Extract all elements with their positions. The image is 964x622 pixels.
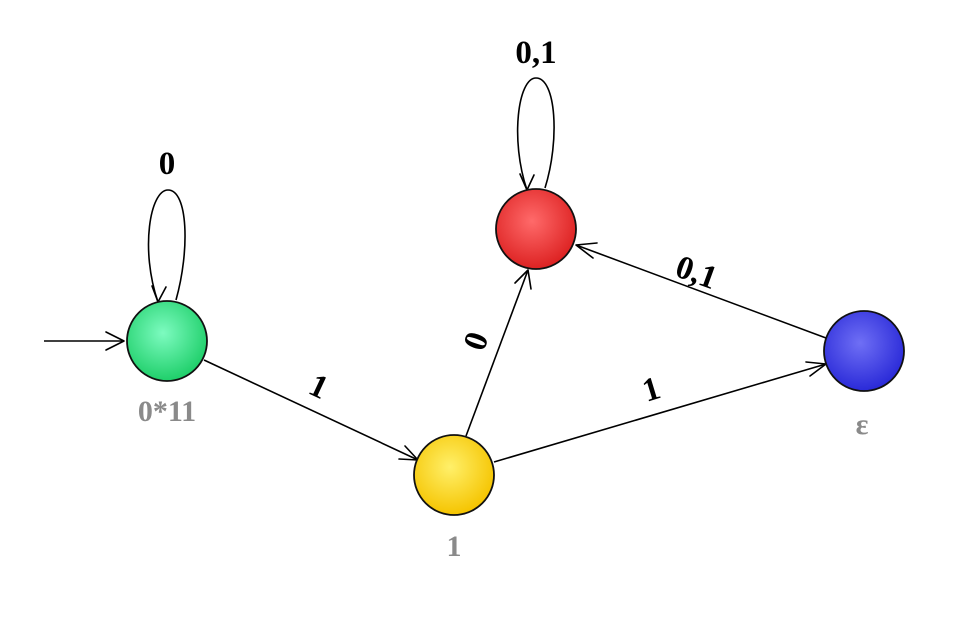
transition-label-q0-q0: 0 — [159, 146, 176, 182]
state-label-q1: 1 — [447, 530, 462, 563]
transition-label-qdead-qdead: 0,1 — [515, 35, 556, 71]
transition-qdead-qdead: 0,1 — [515, 35, 557, 191]
transition-qeps-qdead: 0,1 — [575, 242, 827, 339]
transition-q1-qeps: 1 — [493, 361, 827, 463]
transition-label-q1-qeps: 1 — [638, 370, 664, 409]
state-qdead — [495, 188, 577, 270]
transition-q1-qdead: 0 — [457, 269, 532, 437]
transition-label-qeps-qdead: 0,1 — [671, 249, 722, 297]
transition-label-q0-q1: 1 — [303, 367, 333, 407]
state-label-qeps: ε — [856, 408, 869, 441]
state-q1: 1 — [413, 434, 495, 563]
state-qeps: ε — [823, 310, 905, 441]
transition-label-q1-qdead: 0 — [457, 327, 496, 355]
state-q0: 0*11 — [126, 300, 208, 428]
initial-arrow — [44, 331, 125, 351]
transition-q0-q0: 0 — [147, 146, 186, 303]
state-label-q0: 0*11 — [138, 395, 196, 428]
transition-q0-q1: 1 — [203, 359, 419, 461]
